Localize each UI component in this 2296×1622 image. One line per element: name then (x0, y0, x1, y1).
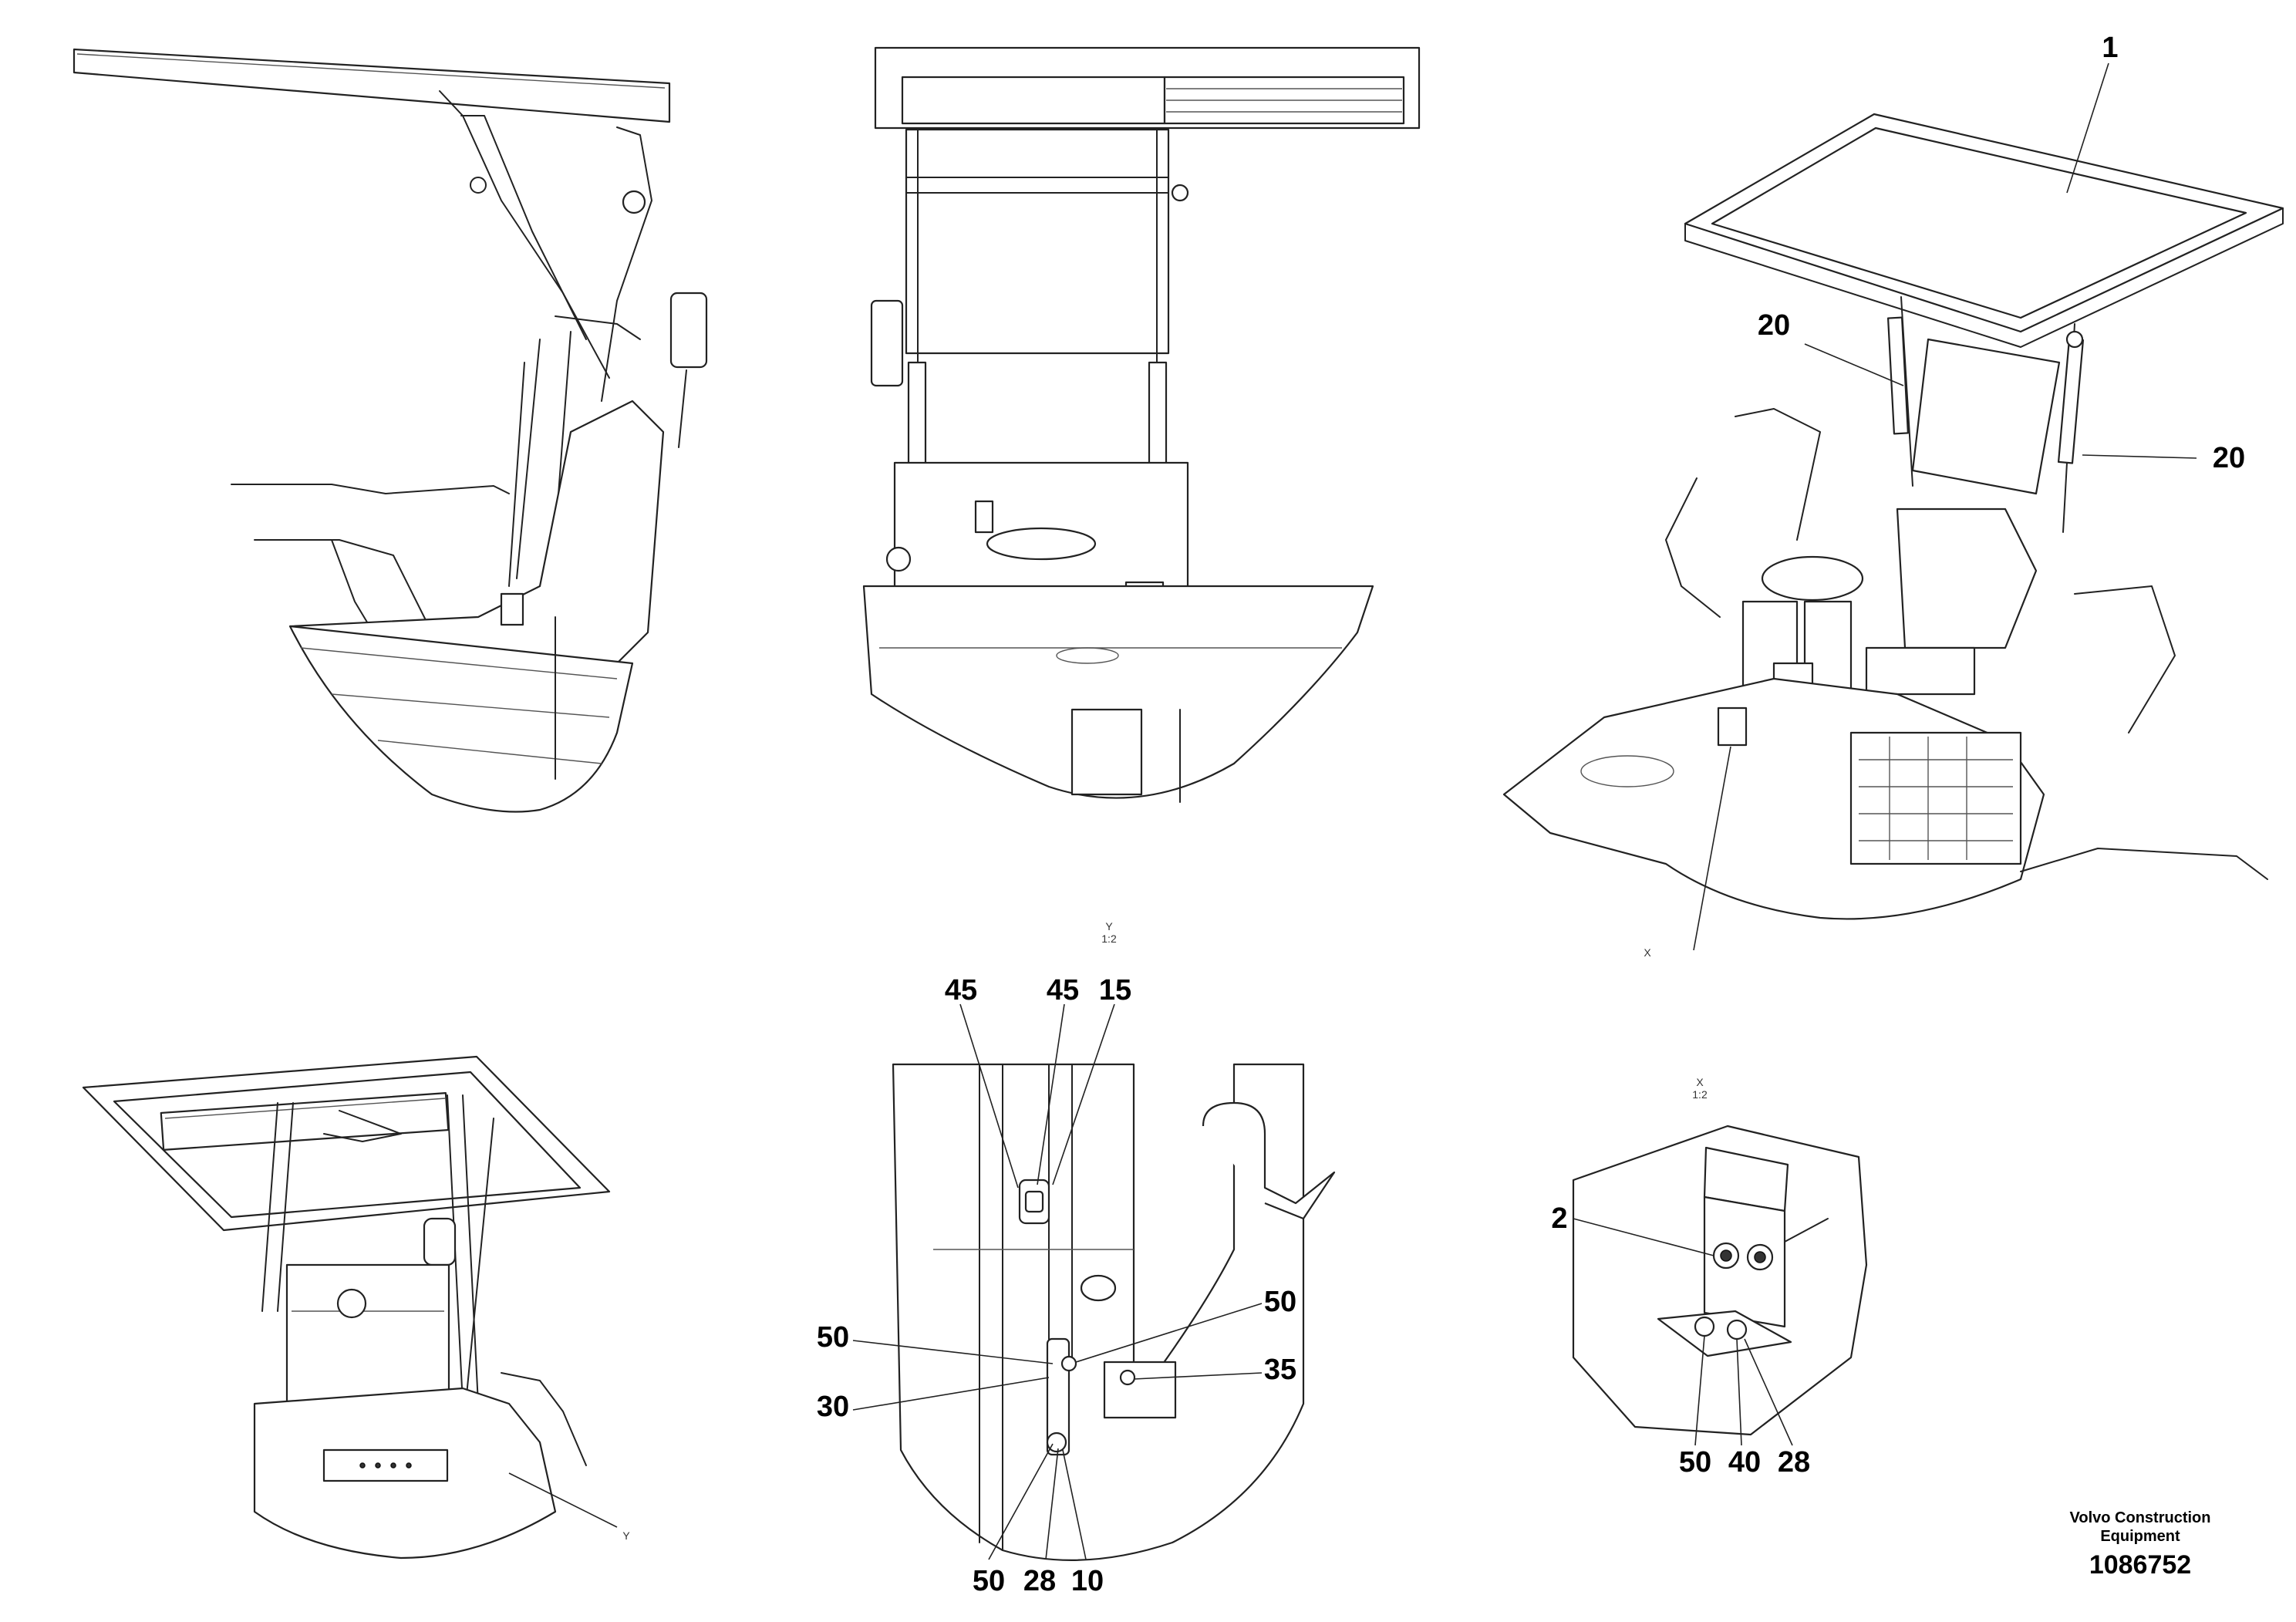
callout-15: 15 (1099, 974, 1131, 1007)
side-view-canopy (72, 48, 708, 813)
callout-labels: 1 20 20 45 45 15 50 50 30 35 50 28 10 2 … (817, 32, 2245, 1597)
callout-50-detail-x: 50 (1679, 1446, 1711, 1479)
callout-35: 35 (1264, 1354, 1296, 1386)
view-tag-y: Y (1105, 920, 1113, 932)
view-tags: Y 1:2 X 1:2 X Y (622, 920, 1708, 1542)
callout-45-first: 45 (945, 974, 977, 1007)
callout-45-second: 45 (1047, 974, 1079, 1007)
callout-2: 2 (1551, 1202, 1567, 1235)
callout-28-center: 28 (1023, 1565, 1056, 1597)
detail-view-x (1572, 1125, 1868, 1436)
view-ref-y: Y (622, 1529, 630, 1542)
isometric-view-canopy (1502, 113, 2284, 920)
view-ref-x: X (1644, 946, 1651, 959)
callout-50-right: 50 (1264, 1286, 1296, 1318)
front-view-canopy (862, 46, 1421, 803)
callout-20-right: 20 (2213, 442, 2245, 474)
detail-view-y (892, 1063, 1336, 1561)
callout-leaders (852, 62, 2197, 1560)
part-number: 1086752 (2089, 1550, 2192, 1580)
callout-40: 40 (1728, 1446, 1761, 1479)
callout-28-detail-x: 28 (1778, 1446, 1810, 1479)
callout-20-left: 20 (1758, 309, 1790, 342)
callout-10: 10 (1071, 1565, 1104, 1597)
callout-30: 30 (817, 1391, 849, 1423)
view-scale-y: 1:2 (1101, 932, 1117, 945)
view-tag-x: X (1696, 1076, 1704, 1088)
callout-50-bottom: 50 (973, 1565, 1005, 1597)
callout-1: 1 (2102, 32, 2118, 64)
callout-50-left: 50 (817, 1321, 849, 1354)
view-scale-x: 1:2 (1692, 1088, 1708, 1101)
company-name: Volvo Construction Equipment (2069, 1509, 2211, 1545)
underside-view-canopy (82, 1055, 618, 1560)
